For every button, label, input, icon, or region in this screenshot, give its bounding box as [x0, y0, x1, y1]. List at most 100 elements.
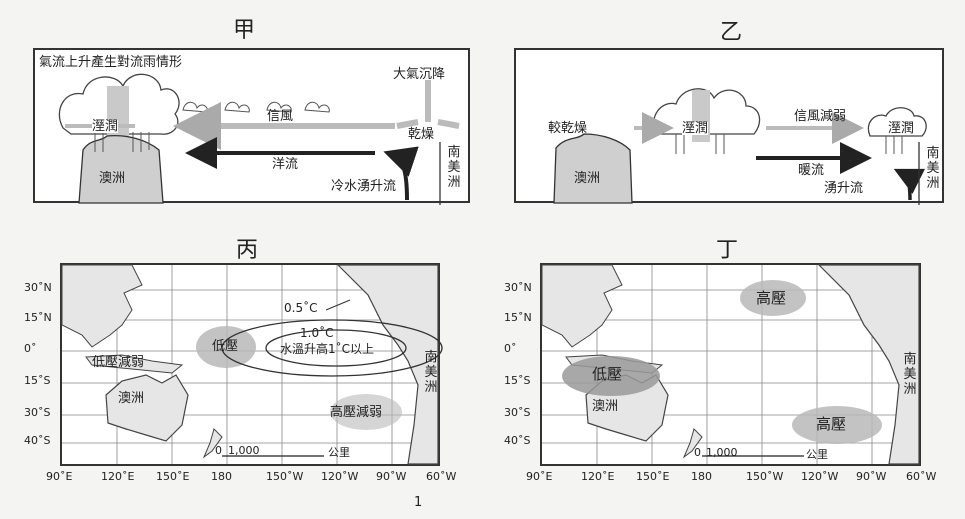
upwelling-arrow: [383, 146, 419, 201]
ding-high-s-blob: [792, 406, 882, 444]
bing-lat-label: 40˚S: [24, 434, 51, 447]
sinking-air-arrow: [396, 80, 460, 129]
ding-low: 低壓: [592, 365, 623, 383]
australia-land: [78, 134, 164, 204]
bing-lat-label: 30˚S: [24, 406, 51, 419]
bing-australia-land: [105, 374, 189, 442]
yi-south-america-label: 南美洲: [926, 146, 940, 191]
ding-lat-label: 15˚N: [504, 311, 532, 324]
page-number: 1: [414, 495, 423, 510]
title-ding: 丁: [716, 238, 739, 263]
ding-scale0: 0: [694, 446, 701, 459]
bing-newzealand-land: [202, 428, 223, 459]
bing-low-weak: 低壓減弱: [92, 355, 145, 370]
yi-upwelling-arrow: [893, 168, 926, 201]
yi-warm-label: 暖流: [798, 163, 825, 178]
ding-australia: 澳洲: [592, 399, 619, 414]
ding-high-n: 高壓: [756, 289, 787, 307]
bing-lat-label: 15˚S: [24, 374, 51, 387]
ding-lon-label: 60˚W: [906, 470, 937, 483]
panel-jia: 氣流上升產生對流雨情形 大氣沉降 溼潤 信風 乾燥 澳洲 洋流 冷水湧升流 南美…: [33, 48, 470, 205]
yi-cloud-east: [867, 107, 927, 137]
ding-lon-label: 90˚W: [856, 470, 887, 483]
bing-scale0: 0: [215, 444, 222, 457]
bing-km: 公里: [328, 446, 350, 459]
ding-lon-label: 150˚W: [746, 470, 784, 483]
bing-high-weak: 高壓減弱: [330, 405, 383, 420]
bing-lon-label: 90˚W: [376, 470, 407, 483]
title-jia: 甲: [233, 18, 256, 43]
jia-australia-label: 澳洲: [99, 171, 126, 186]
bing-lon-label: 150˚W: [266, 470, 304, 483]
ding-scale1: 1,000: [706, 446, 738, 459]
bing-south-america: 南美洲: [424, 350, 438, 395]
bing-sst: 水溫升高1˚C以上: [280, 342, 375, 356]
ding-map-svg: [541, 264, 920, 465]
title-yi: 乙: [720, 20, 743, 45]
jia-drawing: [58, 73, 460, 205]
bing-scale1: 1,000: [228, 444, 260, 457]
ding-lon-label: 180: [691, 470, 712, 483]
yi-cloud-center: [653, 88, 761, 135]
bing-c10: 1.0˚C: [300, 326, 334, 340]
bing-lat-label: 0˚: [24, 342, 37, 355]
bing-c05: 0.5˚C: [284, 301, 318, 315]
bing-australia: 澳洲: [118, 391, 145, 406]
jia-south-america-label: 南美洲: [447, 145, 461, 190]
jia-wet-label: 溼潤: [92, 119, 119, 134]
small-cloud-4: [304, 101, 330, 113]
yi-rain-lines: [675, 134, 903, 154]
ding-high-s: 高壓: [816, 415, 847, 433]
small-cloud-3: [266, 101, 292, 113]
isotherm-05: [221, 319, 443, 377]
bing-indonesia-land: [85, 354, 184, 374]
bing-asia-land: [61, 264, 143, 348]
ding-lon-label: 120˚E: [581, 470, 615, 483]
ding-lon-label: 90˚E: [526, 470, 553, 483]
yi-australia-label: 澳洲: [574, 171, 601, 186]
bing-americas-land: [336, 264, 439, 465]
bing-lon-label: 150˚E: [156, 470, 190, 483]
bing-lon-label: 120˚W: [321, 470, 359, 483]
jia-current-label: 洋流: [272, 157, 299, 172]
yi-trade-weak-label: 信風減弱: [794, 109, 847, 124]
bing-lon-label: 180: [211, 470, 232, 483]
yi-wet-label: 溼潤: [682, 121, 709, 136]
ding-lat-label: 15˚S: [504, 374, 531, 387]
ding-lat-label: 0˚: [504, 342, 517, 355]
rain-lines: [94, 132, 150, 152]
ding-low-blob: [562, 356, 660, 396]
isotherm-10: [265, 329, 407, 367]
title-bing: 丙: [236, 238, 259, 263]
jia-dry-label: 乾燥: [408, 127, 435, 142]
jia-upwelling-label: 冷水湧升流: [331, 179, 397, 194]
ding-americas-land: [817, 264, 920, 465]
map-bing: [60, 263, 440, 466]
ding-lat-label: 30˚N: [504, 281, 532, 294]
jia-sinking-label: 大氣沉降: [393, 67, 446, 82]
bing-lon-label: 90˚E: [46, 470, 73, 483]
panel-yi: 較乾燥 溼潤 信風減弱 溼潤 澳洲 暖流 湧升流 南美洲: [514, 48, 944, 205]
jia-convection-label: 氣流上升產生對流雨情形: [39, 55, 183, 70]
yi-australia-land: [553, 133, 633, 204]
bing-lon-label: 60˚W: [426, 470, 457, 483]
yi-upwelling-label: 湧升流: [824, 181, 864, 196]
bing-lat-label: 15˚N: [24, 311, 52, 324]
yi-drier-label: 較乾燥: [548, 121, 588, 136]
bing-high-weak-blob: [330, 394, 402, 430]
bing-lat-label: 30˚N: [24, 281, 52, 294]
ding-high-n-blob: [740, 280, 806, 316]
bing-low: 低壓: [212, 339, 239, 354]
ding-lat-label: 30˚S: [504, 406, 531, 419]
ding-km: 公里: [806, 448, 828, 461]
jia-trade-wind-label: 信風: [267, 109, 294, 124]
yi-wet2-label: 溼潤: [888, 121, 915, 136]
ding-lon-label: 120˚W: [801, 470, 839, 483]
bing-lon-label: 120˚E: [101, 470, 135, 483]
ding-lat-label: 40˚S: [504, 434, 531, 447]
ding-lon-label: 150˚E: [636, 470, 670, 483]
bing-map-svg: [61, 264, 439, 465]
ding-newzealand-land: [682, 428, 703, 459]
small-cloud-2: [224, 101, 250, 113]
